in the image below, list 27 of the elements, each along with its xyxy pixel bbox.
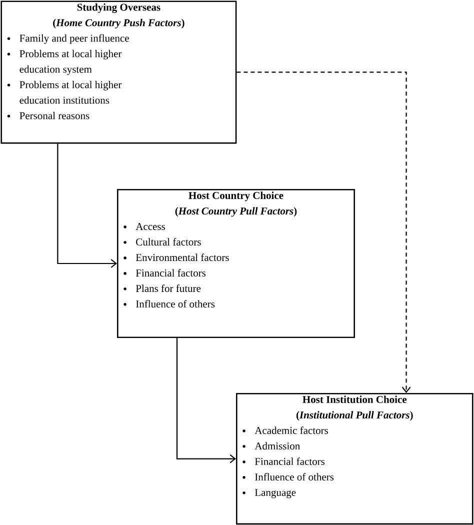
bullet-item: Language xyxy=(242,489,296,498)
bullet-item: Financial factors xyxy=(242,458,325,466)
box-heading: Host Country Choice xyxy=(188,192,284,202)
bullet-item: Influence of others xyxy=(242,473,334,481)
bullet-item: Financial factors xyxy=(124,269,206,277)
arrow xyxy=(236,72,411,393)
bullet-item: Environmental factors xyxy=(124,254,229,262)
box-subheading: (Institutional Pull Factors) xyxy=(296,411,413,421)
box-heading: Studying Overseas xyxy=(77,3,160,13)
arrow xyxy=(176,338,236,464)
bullet-item: Influence of others xyxy=(124,300,215,308)
factor-box xyxy=(0,0,237,144)
box-subheading: (Host Country Pull Factors) xyxy=(175,207,297,217)
bullet-item: Personal reasons xyxy=(7,112,90,120)
bullet-item: Problems at local higher education institutions xyxy=(7,80,122,104)
bullet-item: Access xyxy=(124,223,165,230)
box-heading: Host Institution Choice xyxy=(302,396,407,404)
bullet-item: Cultural factors xyxy=(124,238,201,246)
bullet-item: Family and peer influence xyxy=(7,34,129,44)
bullet-item: Problems at local higher education system xyxy=(7,50,122,75)
arrow xyxy=(57,144,117,268)
bullet-item: Academic factors xyxy=(242,426,328,434)
bullet-item: Plans for future xyxy=(124,284,201,292)
factor-box xyxy=(236,393,474,525)
bullet-item: Admission xyxy=(242,442,300,450)
factor-box xyxy=(117,189,355,338)
box-subheading: (Home Country Push Factors) xyxy=(53,18,184,28)
